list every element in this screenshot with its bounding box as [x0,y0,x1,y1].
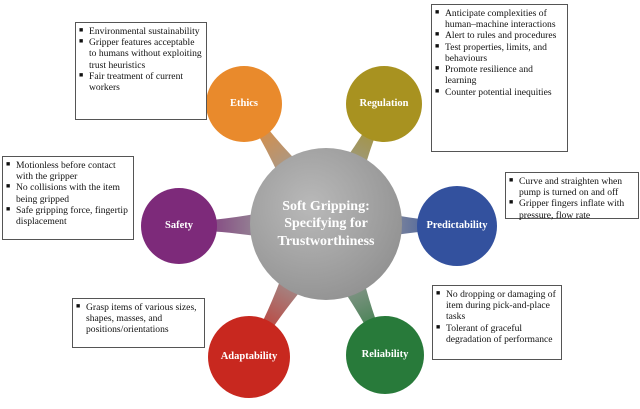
predictability-item: Curve and straighten when pump is turned… [509,176,634,198]
safety-box: Motionless before contact with the gripp… [2,156,134,240]
reliability-node: Reliability [346,316,424,394]
safety-item: No collisions with the item being grippe… [6,182,129,204]
safety-node: Safety [141,188,217,264]
regulation-item: Promote resilience and learning [435,64,563,86]
center-label-line: Specifying for [284,216,368,232]
adaptability-node: Adaptability [208,316,290,398]
predictability-label: Predictability [426,219,488,231]
adaptability-label: Adaptability [220,350,278,362]
center-node: Soft Gripping: Specifying for Trustworth… [250,148,402,300]
predictability-item: Gripper fingers inflate with pressure, f… [509,198,634,220]
ethics-item: Environmental sustainability [79,26,202,37]
regulation-item: Alert to rules and procedures [435,30,563,41]
reliability-item: No dropping or damaging of item during p… [436,289,557,323]
safety-item: Motionless before contact with the gripp… [6,160,129,182]
regulation-box: Anticipate complexities of human–machine… [431,4,568,152]
ethics-item: Gripper features acceptable to humans wi… [79,37,202,71]
reliability-box: No dropping or damaging of item during p… [432,285,562,360]
ethics-box: Environmental sustainability Gripper fea… [75,22,207,120]
predictability-box: Curve and straighten when pump is turned… [505,172,639,221]
predictability-node: Predictability [417,186,497,266]
center-label-line: Soft Gripping: [282,199,370,215]
reliability-item: Tolerant of graceful degradation of perf… [436,323,557,345]
ethics-node: Ethics [206,66,282,142]
center-label: Soft Gripping: Specifying for Trustworth… [278,198,375,249]
safety-label: Safety [165,219,193,231]
ethics-label: Ethics [229,97,258,109]
regulation-label: Regulation [359,97,409,109]
safety-item: Safe gripping force, fingertip displacem… [6,205,129,227]
regulation-item: Counter potential inequities [435,87,563,98]
regulation-item: Test properties, limits, and behaviours [435,42,563,64]
ethics-item: Fair treatment of current workers [79,71,202,93]
regulation-item: Anticipate complexities of human–machine… [435,8,563,30]
center-label-line: Trustworthiness [277,233,375,249]
regulation-node: Regulation [346,66,422,142]
adaptability-box: Grasp items of various sizes, shapes, ma… [72,298,205,348]
reliability-label: Reliability [361,348,409,360]
adaptability-item: Grasp items of various sizes, shapes, ma… [76,302,200,336]
